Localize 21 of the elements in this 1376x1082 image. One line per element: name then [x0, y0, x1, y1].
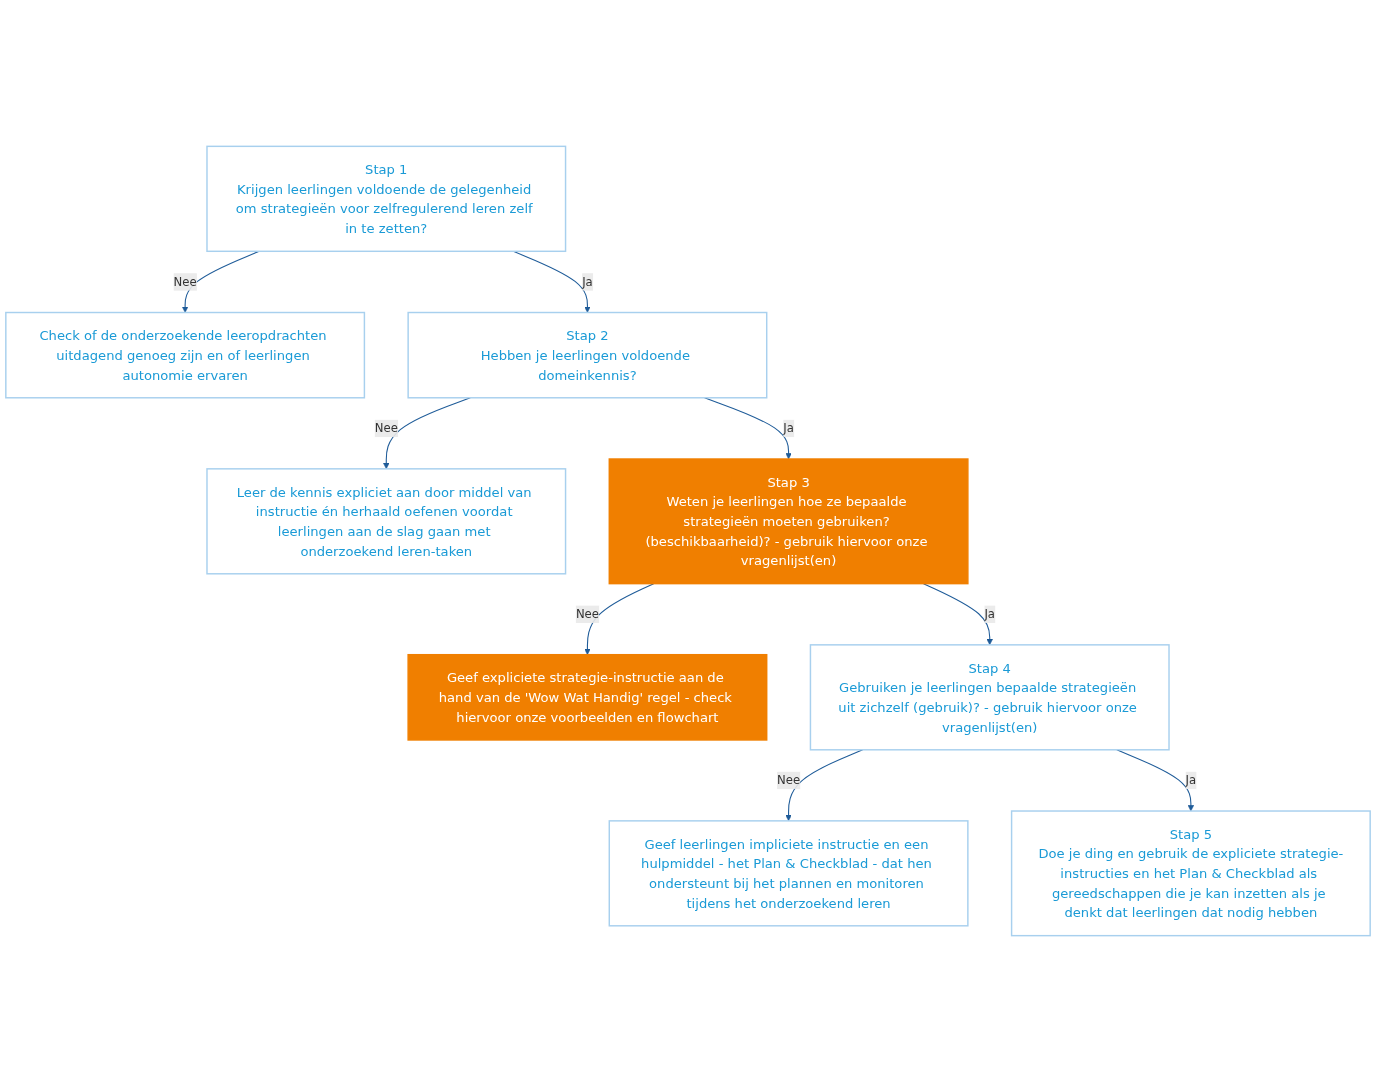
- node-box: Geef expliciete strategie-instructie aan de hand van de 'Wow Wat Handig' regel - check hiervoor onze voorbeelden en flowchart: [407, 653, 768, 741]
- edge-label: Nee: [173, 274, 197, 289]
- edge-label: Ja: [984, 606, 996, 621]
- edge-label: Nee: [777, 773, 801, 787]
- node-box: Stap 1 Krijgen leerlingen voldoende de gelegenheid om strategieën voor zelfregulerend leren zelf in te zetten?: [206, 145, 567, 253]
- edge-label: Nee: [575, 606, 599, 621]
- node-box: Check of de onderzoekende leeropdrachten uitdagend genoeg zijn en of leerlingen autonomie ervaren: [5, 311, 366, 399]
- node-box: Stap 2 Hebben je leerlingen voldoende domeinkennis?: [407, 311, 768, 399]
- arrow: [922, 583, 993, 646]
- edge-label: Nee: [374, 421, 398, 435]
- node-box: Stap 3 Weten je leerlingen hoe ze bepaalde strategieën moeten gebruiken? (beschikbaarheid)? - gebruik hiervoor onze vragenlijst(en): [608, 458, 969, 585]
- arrow: [181, 250, 260, 313]
- edge-label: Ja: [1185, 773, 1197, 787]
- node-box: Stap 5 Doe je ding en gebruik de expliciete strategie-instructies en het Plan & Checkblad als gereedschappen die je kan inzetten als je denkt dat leerlingen dat nodig hebben: [1010, 810, 1371, 937]
- arrow: [1116, 749, 1195, 812]
- node-box: Leer de kennis expliciet aan door middel van instructie én herhaald oefenen voordat leerlingen aan de slag gaan met onderzoekend leren-taken: [206, 468, 567, 575]
- node-box: Stap 4 Gebruiken je leerlingen bepaalde strategieën uit zichzelf (gebruik)? - gebruik hiervoor onze vragenlijst(en): [809, 644, 1170, 751]
- edge-label: Ja: [783, 421, 794, 435]
- edge-label: Ja: [582, 274, 593, 289]
- arrow: [584, 583, 655, 655]
- node-box: Geef leerlingen impliciete instructie en een hulpmiddel - het Plan & Checkblad - dat hen ondersteunt bij het plannen en monitoren tijdens het onderzoekend leren: [608, 820, 969, 927]
